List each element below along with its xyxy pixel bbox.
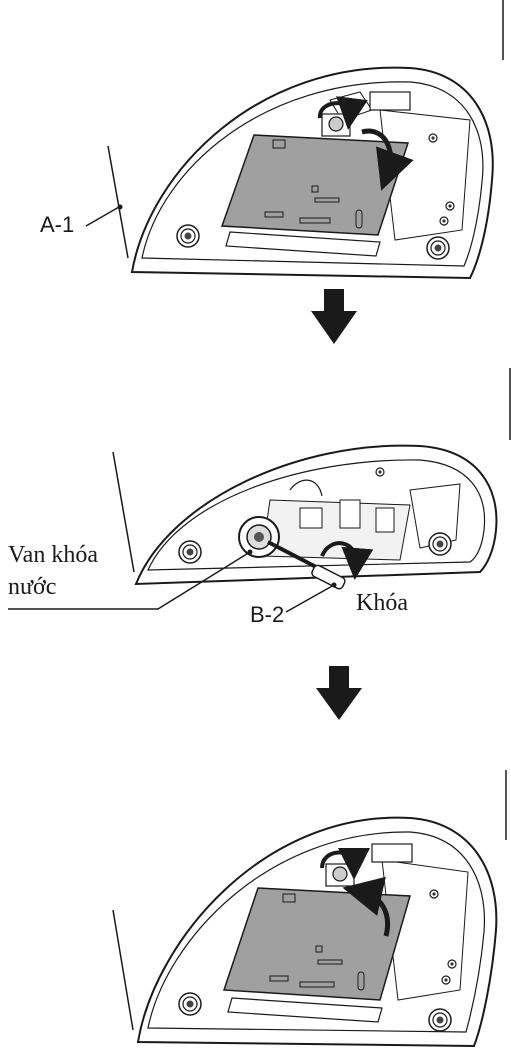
label-valve-line1: Van khóa [8, 542, 98, 568]
screw-icon [429, 533, 451, 555]
label-a1: A-1 [40, 212, 74, 237]
cover-plate [222, 135, 408, 235]
label-lock: Khóa [356, 590, 408, 616]
label-valve-line2: nước [8, 574, 56, 600]
step-1-panel-closed: A-1 [40, 0, 503, 278]
step-3-panel-closed [113, 770, 506, 1046]
screw-icon [427, 237, 449, 259]
label-b2: B-2 [250, 602, 284, 627]
arrow-down-icon [311, 289, 357, 344]
screw-icon [429, 1009, 451, 1031]
screw-icon [179, 993, 201, 1015]
step-2-valve-open: Van khóa nước Khóa B-2 [8, 368, 510, 627]
screw-icon [179, 541, 201, 563]
arrow-down-icon [316, 666, 362, 720]
screw-icon [177, 225, 199, 247]
